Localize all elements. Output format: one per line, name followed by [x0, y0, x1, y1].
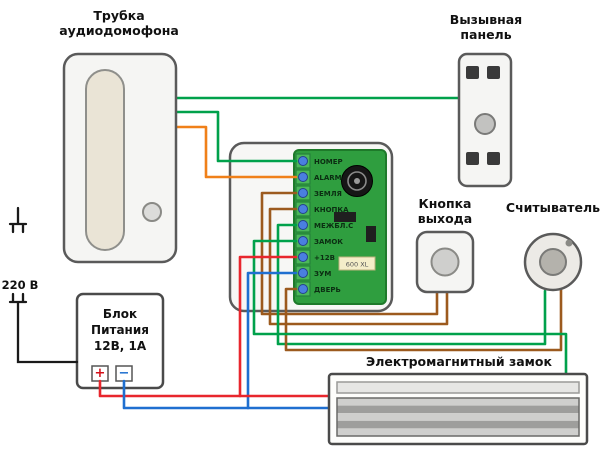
psu-label-line3: 12В, 1А — [93, 339, 147, 353]
buzzer-icon — [341, 165, 373, 197]
lock-core — [336, 397, 580, 437]
wire-handset-board-a — [174, 110, 298, 163]
terminal: ЗЕМЛЯ — [295, 185, 342, 201]
wire-reader-a — [276, 223, 547, 346]
terminal-label: МЕЖБЛ.С — [314, 222, 353, 230]
wire-reader-b — [284, 287, 563, 352]
exit-button-label: Кнопка выхода — [405, 196, 485, 226]
call-panel-label-line1: Вызывная — [449, 12, 523, 27]
lock-label: Электромагнитный замок — [366, 354, 552, 369]
exit-button — [415, 230, 475, 294]
psu-minus-sign: − — [118, 366, 130, 381]
terminal-label: +12В — [314, 254, 335, 262]
speaker-hole — [487, 152, 500, 165]
terminal: ЗАМОК — [295, 233, 343, 249]
exit-button-cap — [430, 247, 460, 277]
terminal-label: ЗАМОК — [314, 238, 343, 246]
mains-plug-icon — [8, 206, 79, 364]
reader-center — [539, 248, 567, 276]
chip — [334, 212, 356, 222]
terminal-label: ЗЕМЛЯ — [314, 190, 342, 198]
terminal-label: ЗУМ — [314, 270, 331, 278]
reader — [523, 232, 583, 292]
psu-plus-sign: + — [94, 366, 106, 381]
terminal: МЕЖБЛ.С — [295, 217, 353, 233]
sticker-label: 600 XL — [346, 261, 369, 269]
terminal: КНОПКА — [295, 201, 349, 217]
handset-label-line2: аудиодомофона — [59, 23, 179, 38]
terminal-block: НОМЕР ALARM ЗЕМЛЯ КНОПКА МЕЖБЛ.С ЗАМОК — [295, 153, 353, 297]
handset-label: Трубка аудиодомофона — [54, 8, 184, 38]
speaker-hole — [466, 152, 479, 165]
power-supply — [75, 292, 165, 390]
reader-led — [565, 239, 573, 247]
wires — [98, 96, 568, 410]
wire-exit-button-b — [268, 207, 449, 326]
call-panel-label: Вызывная панель — [436, 12, 536, 42]
intercom-handset — [62, 52, 178, 264]
chip — [366, 226, 376, 242]
handset-earpiece — [85, 69, 125, 251]
reader-label: Считыватель — [505, 200, 600, 215]
psu-label: Блок Питания 12В, 1А — [79, 306, 161, 354]
psu-body — [75, 292, 165, 390]
lock-plate — [336, 381, 580, 394]
call-panel-label-line2: панель — [460, 27, 512, 42]
electromagnetic-lock — [327, 372, 589, 446]
wire-handset-board-b — [174, 125, 298, 179]
speaker-hole — [487, 66, 500, 79]
mains-label: 220 В — [1, 278, 39, 292]
terminal: ALARM — [295, 169, 342, 185]
sticker: 600 XL — [338, 256, 376, 271]
psu-label-line2: Питания — [91, 323, 149, 337]
wire-lock-control — [252, 239, 568, 377]
psu-label-line1: Блок — [102, 307, 138, 321]
exit-button-label-line1: Кнопка — [418, 196, 472, 211]
terminal: НОМЕР — [295, 153, 343, 169]
terminal-label: КНОПКА — [314, 206, 349, 214]
speaker-hole — [466, 66, 479, 79]
exit-button-label-line2: выхода — [417, 211, 473, 226]
call-button — [474, 113, 496, 135]
handset-label-line1: Трубка — [93, 8, 145, 23]
terminal: ДВЕРЬ — [295, 281, 341, 297]
handset-indicator — [142, 202, 162, 222]
terminal-label: ДВЕРЬ — [314, 286, 341, 294]
terminal-label: ALARM — [314, 174, 342, 182]
terminal-label: НОМЕР — [314, 158, 343, 166]
wire-exit-button-a — [260, 191, 439, 316]
call-panel — [457, 52, 513, 188]
